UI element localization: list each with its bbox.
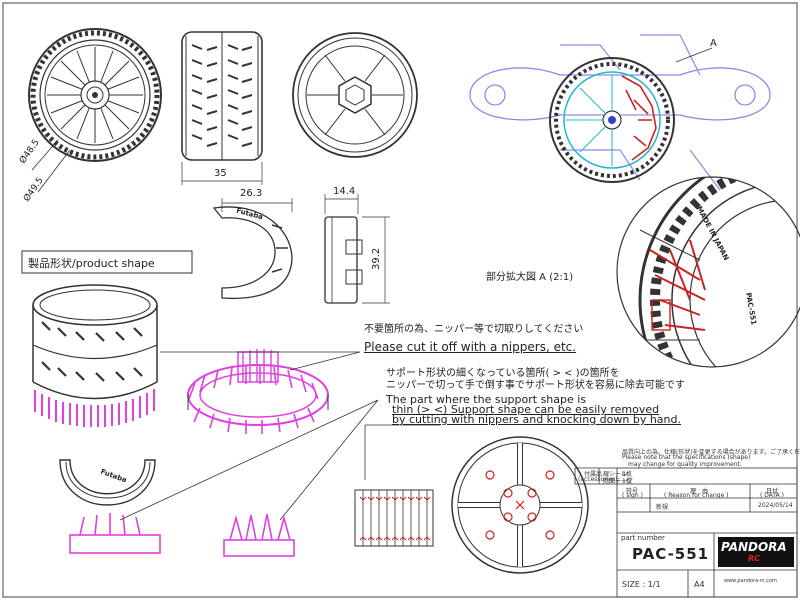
- product-shape-label: 製品形状/product shape: [28, 257, 155, 270]
- support-comb-detail: [354, 489, 434, 547]
- dim-line-26-3: [221, 198, 293, 212]
- pandora-logo: PANDORA RC: [718, 537, 794, 567]
- tb-acc-item-2: 両面テープ: [603, 478, 633, 485]
- tb-reason-en: ( Reason for change ): [664, 492, 729, 499]
- tb-en-notice-1: Please note that the specifications (sha…: [622, 454, 751, 461]
- wheel-back-view: [292, 32, 418, 158]
- note-en-cut: Please cut it off with a nippers, etc.: [364, 340, 577, 354]
- note-jp-support-1: サポート形状の細くなっている箇所( > < )の箇所を: [386, 368, 620, 379]
- dim-line-39-2: [362, 216, 390, 304]
- hub-side-part: [324, 216, 363, 304]
- tb-sign-en: ( sign ): [622, 492, 643, 499]
- tb-accessories-jp: 付属品: [584, 471, 603, 478]
- tb-rev-date: 2024/05/14: [758, 502, 793, 509]
- dim-26-3: 26.3: [240, 188, 263, 199]
- tb-size-label: SIZE : 1/1: [622, 580, 661, 589]
- note-jp-support-2: ニッパーで切って手で倒す事でサポート形状を容易に除去可能です: [386, 380, 685, 391]
- dim-14-4: 14.4: [333, 186, 356, 197]
- brand-sub: RC: [748, 554, 761, 563]
- tb-en-notice-2: may change for quality improvement.: [628, 461, 742, 468]
- dim-39-2: 39.2: [371, 247, 382, 270]
- title-block-frame: [574, 467, 798, 598]
- tb-accessories-en: (accessories): [578, 476, 618, 483]
- tire-side-view: [181, 31, 263, 161]
- hub-support-part: [212, 206, 293, 300]
- support-spikes-render: [223, 513, 295, 557]
- tb-acc-item-1-qty: 1枚: [622, 471, 632, 478]
- detail-marker-a: A: [710, 38, 717, 49]
- detail-view-label: 部分拡大図 A (2:1): [486, 272, 574, 283]
- tb-sign-jp: 符号: [626, 488, 639, 495]
- leader-d-outer: [37, 149, 71, 193]
- assembly-view: [469, 34, 771, 191]
- brand-name: PANDORA: [721, 540, 787, 554]
- tb-reason-jp: 理 由: [690, 488, 709, 495]
- note-en-support-1: The part where the support shape is: [386, 393, 587, 406]
- support-ring-render: [187, 349, 329, 434]
- dim-line-14-4: [324, 194, 359, 214]
- support-wheel-detail: [451, 436, 589, 574]
- tb-rev-text: 新規: [656, 504, 669, 511]
- tb-website: www.pandora-rc.com: [724, 578, 777, 584]
- tb-part-number-label: part number: [621, 534, 665, 542]
- product-shape-box: [21, 250, 193, 274]
- tire-3d-render: [32, 284, 158, 427]
- leader-d-inner: [31, 139, 59, 171]
- note-en-support-3: by cutting with nippers and knocking dow…: [392, 413, 682, 426]
- tb-date-en: ( DATA ): [760, 492, 784, 499]
- dim-line-35: [181, 162, 263, 185]
- tb-jp-notice: 品質向上の為、仕様(形状)を変更する場合があります。ご了承ください。: [622, 449, 800, 456]
- note-jp-cut: 不要箇所の為、ニッパー等で切取りしてください: [364, 324, 584, 335]
- hub-part-with-supports: [59, 459, 161, 554]
- note-en-support-2: thin (> <) Support shape can be easily r…: [392, 403, 660, 416]
- tb-acc-item-2-qty: 1枚: [622, 478, 632, 485]
- tb-paper-size: A4: [694, 580, 705, 589]
- annotation-leaders: [119, 351, 440, 521]
- tb-date-jp: 日付: [766, 488, 779, 495]
- dim-width-35: 35: [214, 168, 227, 179]
- tb-acc-item-1: 銀シール: [603, 471, 628, 478]
- tb-part-number: PAC-551: [632, 545, 710, 563]
- wheel-front-view: [28, 28, 162, 162]
